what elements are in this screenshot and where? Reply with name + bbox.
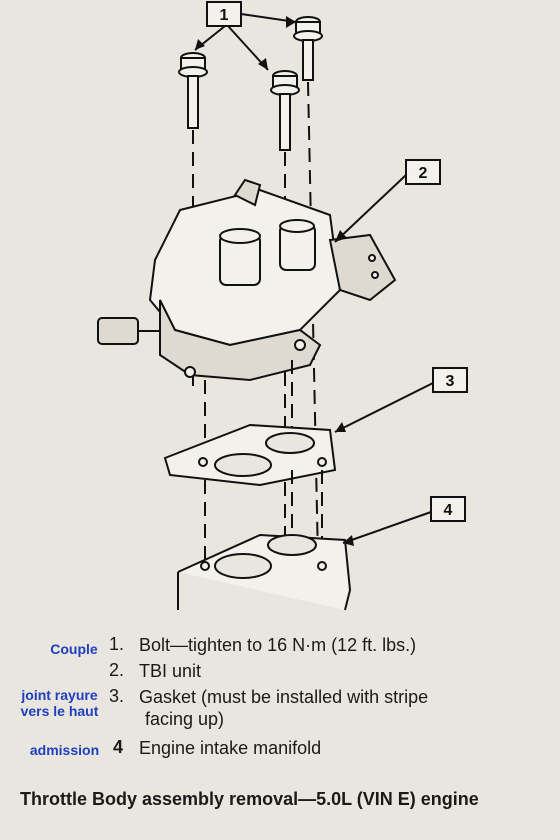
gasket bbox=[163, 423, 337, 487]
legend-4-text: Engine intake manifold bbox=[139, 738, 322, 758]
legend-3-number: 3. bbox=[109, 686, 125, 706]
callout-3: 3 bbox=[432, 367, 468, 393]
note-torque: Couple bbox=[50, 641, 98, 657]
legend-1-text: Bolt—tighten to 16 N·m (12 ft. lbs.) bbox=[139, 635, 417, 655]
bolt-middle bbox=[270, 70, 300, 540]
bolt-left bbox=[178, 52, 208, 390]
note-intake: admission bbox=[29, 742, 100, 758]
callout-2-label: 2 bbox=[419, 165, 428, 182]
bolt-right bbox=[293, 16, 323, 561]
callout-3-label: 3 bbox=[446, 373, 455, 390]
callout-4-label: 4 bbox=[444, 502, 453, 519]
callout-2: 2 bbox=[405, 159, 441, 185]
throttle-body-diagram: 1 bbox=[97, 1, 468, 611]
legend-2-number: 2. bbox=[109, 660, 125, 680]
legend-2-text: TBI unit bbox=[139, 661, 202, 681]
intake-manifold bbox=[177, 533, 352, 611]
note-gasket: joint rayure vers le haut bbox=[20, 687, 99, 719]
legend-3-text-cont: facing up) bbox=[145, 709, 225, 729]
legend-1-number: 1. bbox=[109, 634, 125, 654]
figure-caption: Throttle Body assembly removal—5.0L (VIN… bbox=[20, 789, 479, 809]
legend-3-text: Gasket (must be installed with stripe bbox=[139, 687, 429, 707]
legend-4-number: 4 bbox=[113, 737, 124, 757]
callout-1: 1 bbox=[206, 1, 242, 27]
callout-1-label: 1 bbox=[220, 7, 229, 24]
callout-4: 4 bbox=[430, 496, 466, 522]
tbi-unit bbox=[97, 178, 397, 382]
